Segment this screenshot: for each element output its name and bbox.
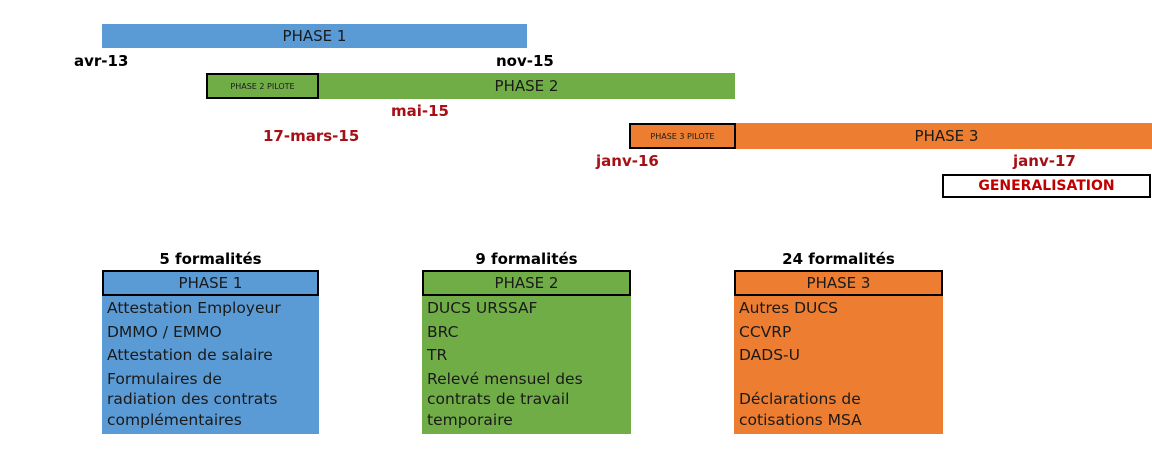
generalisation-box: GENERALISATION xyxy=(942,174,1151,198)
phase2-pilot-date: 17-mars-15 xyxy=(263,127,360,145)
phase2-pilot-box: PHASE 2 PILOTE xyxy=(206,73,319,99)
phase3-date: janv-17 xyxy=(1013,152,1076,170)
list-item: Déclarations de cotisations MSA xyxy=(739,390,862,429)
list-item: DADS-U xyxy=(739,346,800,364)
phase3-pilot-box: PHASE 3 PILOTE xyxy=(629,123,736,149)
phase1-count: 5 formalités xyxy=(159,250,262,268)
phase2-date: mai-15 xyxy=(391,102,449,120)
list-item: TR xyxy=(427,346,448,364)
list-item: Attestation Employeur xyxy=(107,299,281,317)
phase1-start-date: avr-13 xyxy=(74,52,129,70)
list-item: Autres DUCS xyxy=(739,299,839,317)
phase3-bar-label: PHASE 3 xyxy=(914,127,979,145)
phase1-end-date: nov-15 xyxy=(496,52,554,70)
phase1-bar-label: PHASE 1 xyxy=(282,27,347,45)
list-item: BRC xyxy=(427,322,459,341)
list-item: DMMO / EMMO xyxy=(107,322,222,341)
phase1-bar: PHASE 1 xyxy=(102,24,527,48)
list-item: DUCS URSSAF xyxy=(427,299,538,317)
phase3-list: Autres DUCS CCVRP DADS-U Déclarations de… xyxy=(734,296,943,434)
phase3-count: 24 formalités xyxy=(782,250,895,268)
list-item: Attestation de salaire xyxy=(107,346,273,364)
phase2-bar-label: PHASE 2 xyxy=(494,77,559,95)
phase2-header: PHASE 2 xyxy=(422,270,631,296)
list-item: CCVRP xyxy=(739,322,792,341)
list-item: Relevé mensuel des contrats de travail t… xyxy=(427,369,583,429)
list-item: Formulaires de radiation des contrats co… xyxy=(107,369,278,429)
phase1-list: Attestation Employeur DMMO / EMMO Attest… xyxy=(102,296,319,434)
phase2-list: DUCS URSSAF BRC TR Relevé mensuel des co… xyxy=(422,296,631,434)
phase3-pilot-date: janv-16 xyxy=(596,152,659,170)
phase1-header: PHASE 1 xyxy=(102,270,319,296)
phase3-header: PHASE 3 xyxy=(734,270,943,296)
phase2-count: 9 formalités xyxy=(475,250,578,268)
